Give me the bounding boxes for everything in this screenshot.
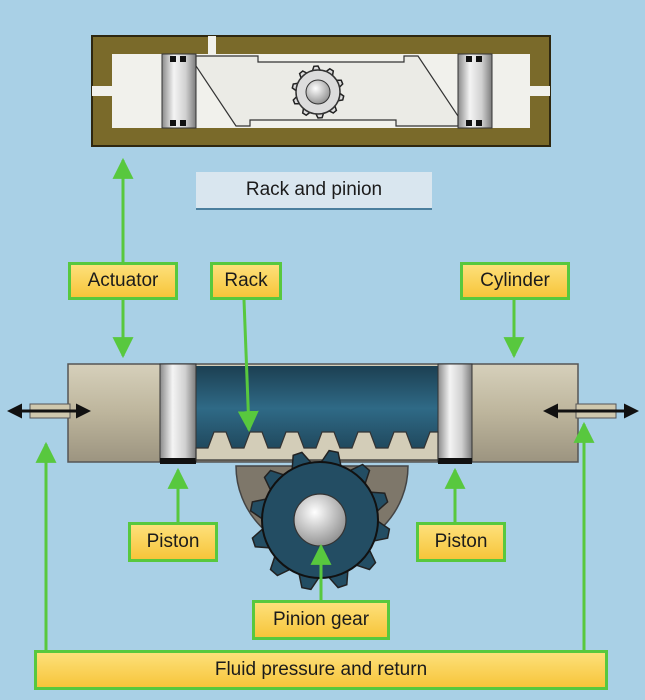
label-pinion-gear: Pinion gear: [252, 600, 390, 640]
top-pinion-gear: [291, 65, 345, 119]
callout-arrows: [35, 157, 595, 650]
pinion-gear-drawing: [235, 449, 409, 591]
caption-rack-and-pinion: Rack and pinion: [196, 172, 432, 210]
label-piston-right: Piston: [416, 522, 506, 562]
cylinder-assembly: [67, 363, 579, 464]
label-rack: Rack: [210, 262, 282, 300]
piston-rods: [6, 403, 639, 419]
label-cylinder: Cylinder: [460, 262, 570, 300]
label-piston-left: Piston: [128, 522, 218, 562]
top-actuator-housing: [91, 35, 551, 147]
label-actuator: Actuator: [68, 262, 178, 300]
label-fluid-pressure-return: Fluid pressure and return: [34, 650, 608, 690]
